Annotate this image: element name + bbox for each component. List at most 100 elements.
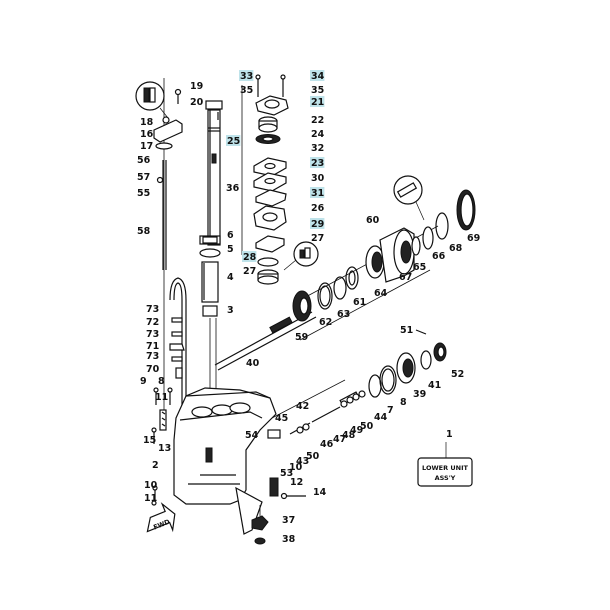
part-label-12: 12 (290, 477, 303, 488)
gear-case-housing (151, 387, 277, 535)
part-label-49: 49 (350, 425, 363, 436)
part-number: 19 (190, 81, 203, 92)
label-highlight (310, 157, 325, 168)
part-label-36: 36 (226, 183, 240, 194)
part-label-70: 70 (146, 364, 160, 375)
part-number: 66 (432, 251, 446, 262)
part-number: 45 (275, 413, 288, 424)
part-number: 15 (143, 435, 156, 446)
part-label-61: 61 (353, 297, 366, 308)
part-number: 25 (227, 136, 240, 147)
part-number: 2 (152, 460, 159, 471)
part-number: 37 (282, 515, 295, 526)
label-highlight (242, 251, 257, 262)
part-label-28: 28 (242, 251, 257, 263)
part-label-55: 55 (137, 188, 150, 199)
part-label-73: 73 (146, 329, 159, 340)
part-number: 18 (140, 117, 154, 128)
part-label-4: 4 (227, 272, 234, 283)
part-label-54: 54 (245, 430, 259, 441)
part-number: 36 (226, 183, 240, 194)
part-label-17: 17 (140, 141, 153, 152)
part-label-22: 22 (311, 115, 324, 126)
part-number: 11 (144, 493, 157, 504)
part-number: 11 (155, 392, 168, 403)
part-label-48: 48 (342, 430, 356, 441)
part-label-29: 29 (310, 218, 325, 230)
part-number: 17 (140, 141, 153, 152)
part-label-50: 50 (306, 451, 320, 462)
part-label-11: 11 (155, 392, 168, 403)
part-label-14: 14 (313, 487, 327, 498)
part-label-66: 66 (432, 251, 446, 262)
part-label-59: 59 (295, 332, 308, 343)
part-number: 10 (289, 462, 303, 473)
label-highlight (239, 70, 254, 81)
part-number: 5 (227, 244, 234, 255)
label-highlight (310, 218, 325, 229)
part-label-38: 38 (282, 534, 296, 545)
part-label-26: 26 (311, 203, 325, 214)
part-number: 3 (227, 305, 234, 316)
part-number: 42 (296, 401, 309, 412)
part-label-64: 64 (374, 288, 388, 299)
part-number: 16 (140, 129, 154, 140)
part-number: 70 (146, 364, 160, 375)
part-number: 12 (290, 477, 303, 488)
part-number: 13 (158, 443, 171, 454)
part-label-3: 3 (227, 305, 234, 316)
part-label-67: 67 (399, 272, 412, 283)
part-label-16: 16 (140, 129, 154, 140)
part-number: 60 (366, 215, 380, 226)
part-label-57: 57 (137, 172, 150, 183)
part-label-21: 21 (310, 96, 325, 108)
part-number: 67 (399, 272, 412, 283)
part-label-65: 65 (413, 262, 426, 273)
part-number: 72 (146, 317, 159, 328)
part-number: 8 (158, 376, 165, 387)
part-number: 54 (245, 430, 259, 441)
part-label-9: 9 (140, 376, 147, 387)
part-label-51: 51 (400, 325, 413, 336)
part-label-37: 37 (282, 515, 295, 526)
part-label-42: 42 (296, 401, 309, 412)
part-label-10: 10 (289, 462, 303, 473)
part-label-33: 33 (239, 70, 254, 82)
part-label-69: 69 (467, 233, 480, 244)
bolt-19 (174, 88, 182, 104)
part-label-68: 68 (449, 243, 463, 254)
part-number: 20 (190, 97, 204, 108)
part-label-8: 8 (400, 397, 407, 408)
part-label-52: 52 (451, 369, 464, 380)
part-number: 29 (311, 219, 324, 230)
part-number: 73 (146, 329, 159, 340)
part-number: 23 (311, 158, 324, 169)
label-highlight (310, 70, 325, 81)
part-number: 50 (360, 421, 374, 432)
part-label-30: 30 (311, 173, 325, 184)
part-number: 14 (313, 487, 327, 498)
assy-box-line1: LOWER UNIT (422, 464, 468, 472)
part-label-1: 1 (446, 429, 453, 440)
part-label-2: 2 (152, 460, 159, 471)
part-number: 24 (311, 129, 325, 140)
part-label-44: 44 (374, 412, 388, 423)
part-label-23: 23 (310, 157, 325, 169)
part-label-63: 63 (337, 309, 350, 320)
part-number: 22 (311, 115, 324, 126)
part-label-20: 20 (190, 97, 204, 108)
fwd-arrow: FWD (146, 502, 176, 533)
part-number: 7 (387, 405, 394, 416)
part-number: 50 (306, 451, 320, 462)
part-number: 31 (311, 188, 324, 199)
part-number: 34 (311, 71, 325, 82)
part-label-43: 43 (296, 456, 309, 467)
part-label-34: 34 (310, 70, 325, 82)
part-number: 4 (227, 272, 234, 283)
part-number: 9 (140, 376, 147, 387)
part-number: 58 (137, 226, 151, 237)
part-number: 56 (137, 155, 151, 166)
part-label-46: 46 (320, 439, 334, 450)
label-highlight (310, 96, 325, 107)
part-number: 27 (243, 266, 256, 277)
